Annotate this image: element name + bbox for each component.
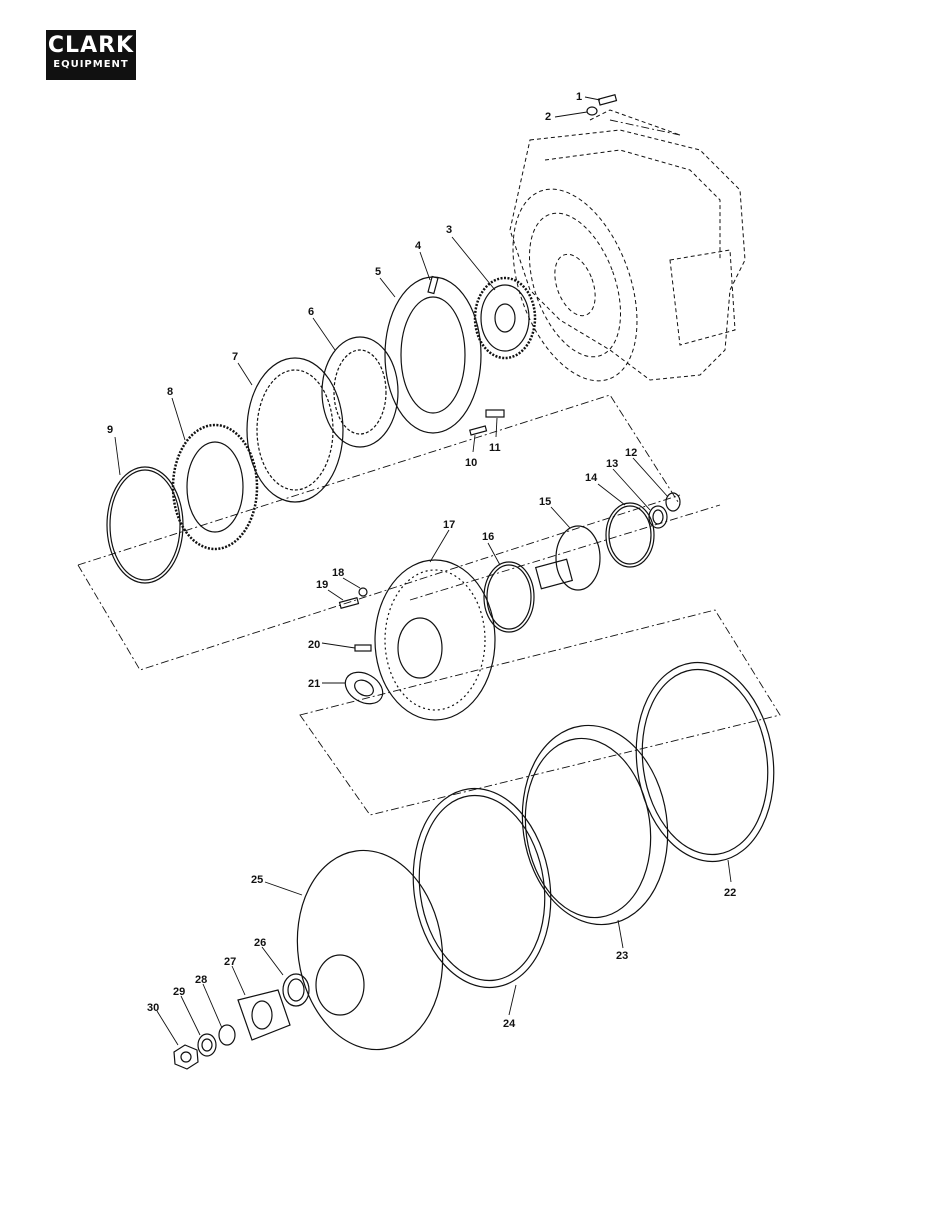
- part-30-nut: [173, 1044, 199, 1070]
- part-18-washer: [358, 587, 368, 597]
- part-21-bearing: [344, 671, 384, 705]
- callout-11: 11: [489, 442, 501, 454]
- callout-18: 18: [332, 567, 344, 579]
- callout-10: 10: [465, 457, 477, 469]
- callout-3: 3: [446, 224, 452, 236]
- part-26-oil-seal: [282, 973, 310, 1007]
- part-17-impeller: [374, 559, 496, 721]
- part-11-lock-strap: [485, 409, 505, 418]
- callout-5: 5: [375, 266, 381, 278]
- part-8-ring-gear: [171, 423, 259, 551]
- callout-1: 1: [576, 91, 582, 103]
- callout-4: 4: [415, 240, 422, 252]
- callout-25: 25: [251, 874, 263, 886]
- callout-12: 12: [625, 447, 637, 459]
- callout-26: 26: [254, 937, 266, 949]
- part-14-seal-ring: [605, 502, 655, 568]
- callout-30: 30: [147, 1002, 159, 1014]
- callout-24: 24: [503, 1018, 516, 1030]
- callout-16: 16: [482, 531, 494, 543]
- callout-labels: 1 2 3 4 5 6 7 8 9 10 11 12 13 14 15 16 1…: [107, 91, 736, 1030]
- callout-23: 23: [616, 950, 628, 962]
- part-29-washer: [197, 1033, 217, 1057]
- part-10-bolt: [469, 425, 488, 436]
- callout-22: 22: [724, 887, 736, 899]
- part-25-housing-cover: [296, 849, 444, 1051]
- assembly-centerlines: [77, 119, 781, 816]
- callout-29: 29: [173, 986, 185, 998]
- callout-15: 15: [539, 496, 551, 508]
- part-22-gasket: [635, 661, 775, 863]
- part-12-snap-ring: [665, 492, 681, 512]
- callout-7: 7: [232, 351, 238, 363]
- callout-6: 6: [308, 306, 314, 318]
- callout-9: 9: [107, 424, 113, 436]
- part-27-companion-flange: [237, 989, 291, 1041]
- part-9-seal-ring: [106, 466, 184, 584]
- callout-17: 17: [443, 519, 455, 531]
- callout-leaders: [114, 96, 732, 1046]
- clark-equipment-logo: CLARK EQUIPMENT: [46, 30, 136, 80]
- part-20-bolt: [354, 644, 372, 652]
- transmission-housing: [509, 109, 746, 382]
- callout-14: 14: [585, 472, 598, 484]
- logo-wordmark: CLARK: [47, 33, 135, 58]
- part-7-steel-disc: [246, 357, 344, 503]
- part-2-washer: [586, 106, 598, 116]
- callout-13: 13: [606, 458, 618, 470]
- part-1-bolt: [597, 94, 618, 106]
- callout-21: 21: [308, 678, 320, 690]
- callout-20: 20: [308, 639, 320, 651]
- callout-2: 2: [545, 111, 551, 123]
- part-13-bearing: [648, 505, 668, 529]
- part-3-drive-gear: [473, 276, 537, 360]
- part-24-gasket: [412, 787, 552, 989]
- part-28-o-ring: [218, 1024, 236, 1046]
- callout-28: 28: [195, 974, 207, 986]
- callout-8: 8: [167, 386, 173, 398]
- logo-subtitle: EQUIPMENT: [53, 59, 129, 70]
- callout-19: 19: [316, 579, 328, 591]
- callout-27: 27: [224, 956, 236, 968]
- part-6-friction-disc: [321, 336, 399, 448]
- part-5-drive-plate: [384, 276, 482, 434]
- part-16-o-ring: [483, 561, 535, 633]
- part-23-adapter-ring: [521, 724, 669, 926]
- part-15-turbine-shaft: [534, 525, 601, 591]
